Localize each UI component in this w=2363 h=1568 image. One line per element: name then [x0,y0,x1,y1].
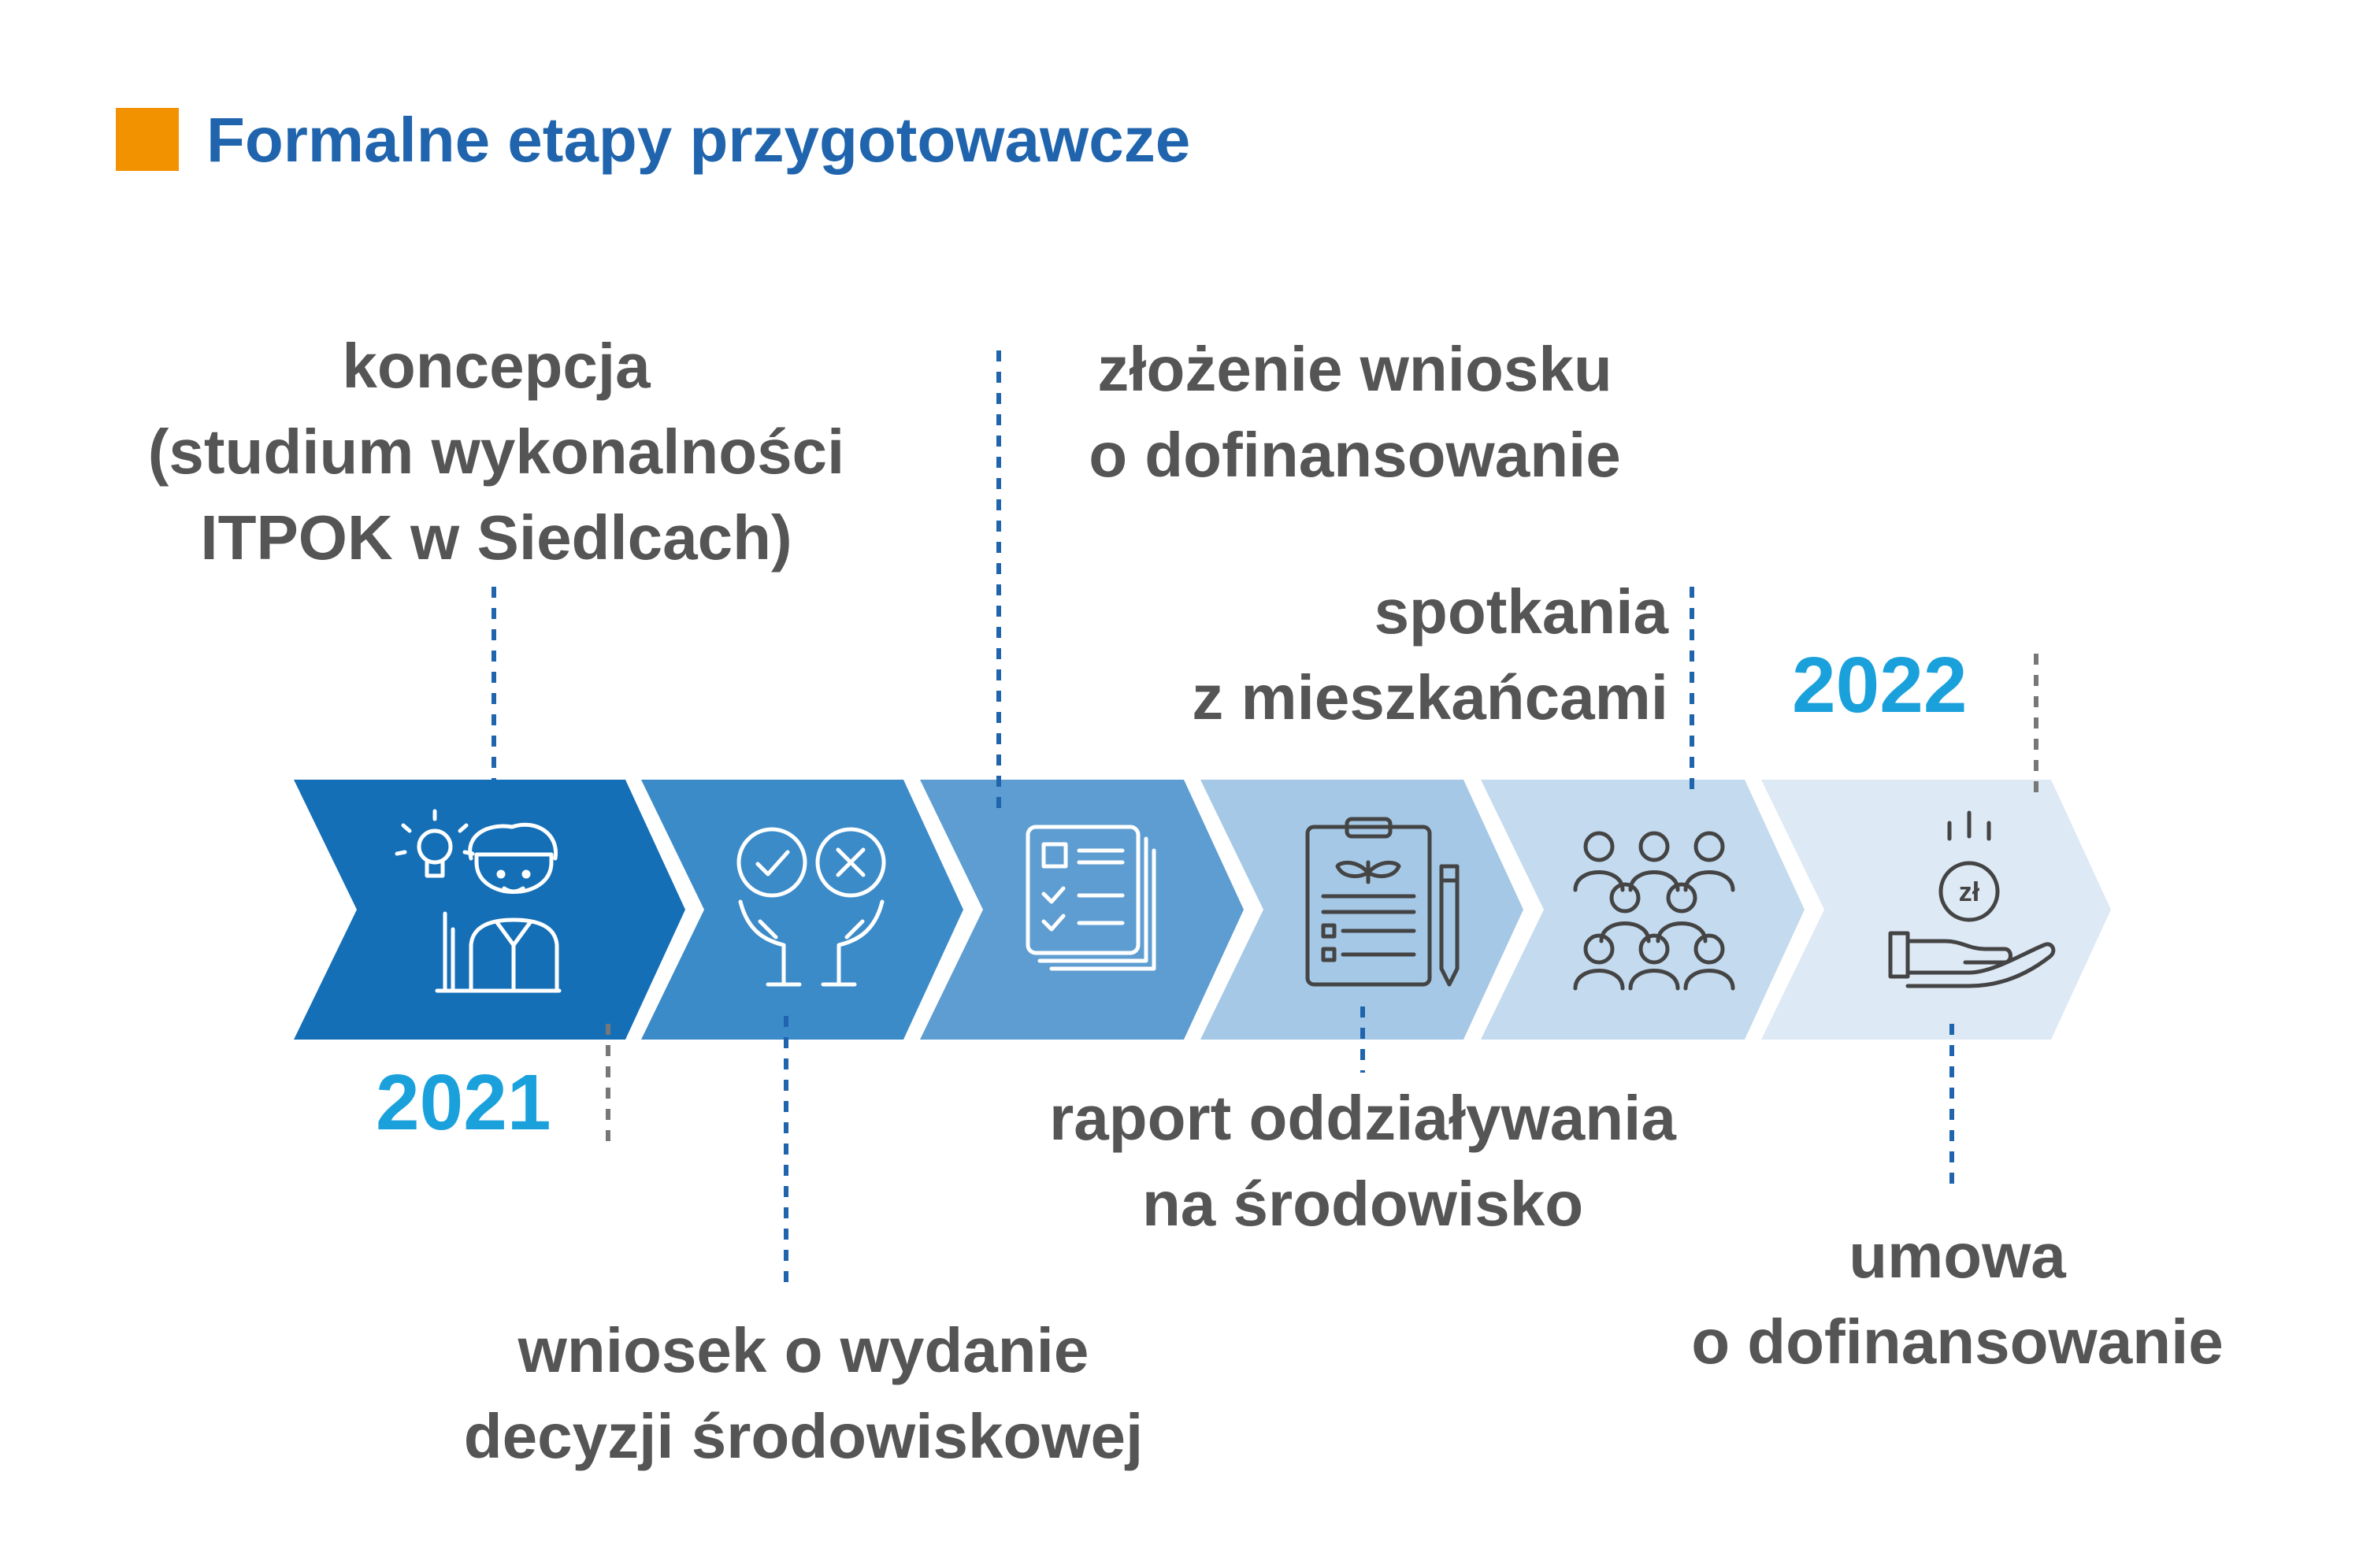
hand-coin-zloty-icon [1888,810,2056,988]
connectors [492,350,2038,1292]
people-group-icon [1573,831,1735,991]
year-start: 2021 [376,1058,551,1147]
label-koncepcja-line-1: koncepcja [342,331,651,401]
hands-approve-reject-icon [736,827,886,987]
label-raport-line-2: na środowisko [1141,1169,1584,1239]
label-koncepcja-line-3: ITPOK w Siedlcach) [200,502,792,573]
documents-checklist-icon [1026,825,1156,971]
label-umowa-line-1: umowa [1849,1221,2066,1291]
label-wniosek-line-1: wniosek o wydanie [517,1315,1089,1385]
label-zlozenie-line-1: złożenie wniosku [1097,334,1612,404]
label-koncepcja: koncepcja (studium wykonalności ITPOK w … [102,323,890,580]
clipboard-plant-report-icon [1305,817,1460,987]
entrepreneur-idea-icon [395,809,562,993]
step-5-chevron [1481,780,1805,1040]
label-wniosek-o-wydanie: wniosek o wydanie decyzji środowiskowej [354,1307,1252,1479]
step-6-chevron [1761,780,2111,1040]
title-accent-square [116,108,179,171]
label-zlozenie-line-2: o dofinansowanie [1089,420,1621,490]
label-koncepcja-line-2: (studium wykonalności [147,417,845,487]
label-umowa: umowa o dofinansowanie [1615,1213,2300,1385]
timeline-steps [294,780,2111,1040]
label-spotkania-line-1: spotkania [1374,576,1668,647]
label-spotkania: spotkania z mieszkańcami [1182,569,1668,740]
label-raport-line-1: raport oddziaływania [1049,1083,1676,1153]
step-1-chevron [294,780,685,1040]
coin-currency-label: zł [1959,877,1980,907]
page-title: Formalne etapy przygotowawcze [206,105,1191,175]
label-zlozenie-wniosku: złożenie wniosku o dofinansowanie [1024,326,1686,498]
label-wniosek-line-2: decyzji środowiskowej [463,1401,1144,1471]
label-raport: raport oddziaływania na środowisko [969,1075,1756,1247]
label-umowa-line-2: o dofinansowanie [1691,1307,2224,1377]
step-2-chevron [641,780,963,1040]
year-end: 2022 [1792,641,1968,729]
label-spotkania-line-2: z mieszkańcami [1192,662,1668,732]
step-3-chevron [920,780,1244,1040]
